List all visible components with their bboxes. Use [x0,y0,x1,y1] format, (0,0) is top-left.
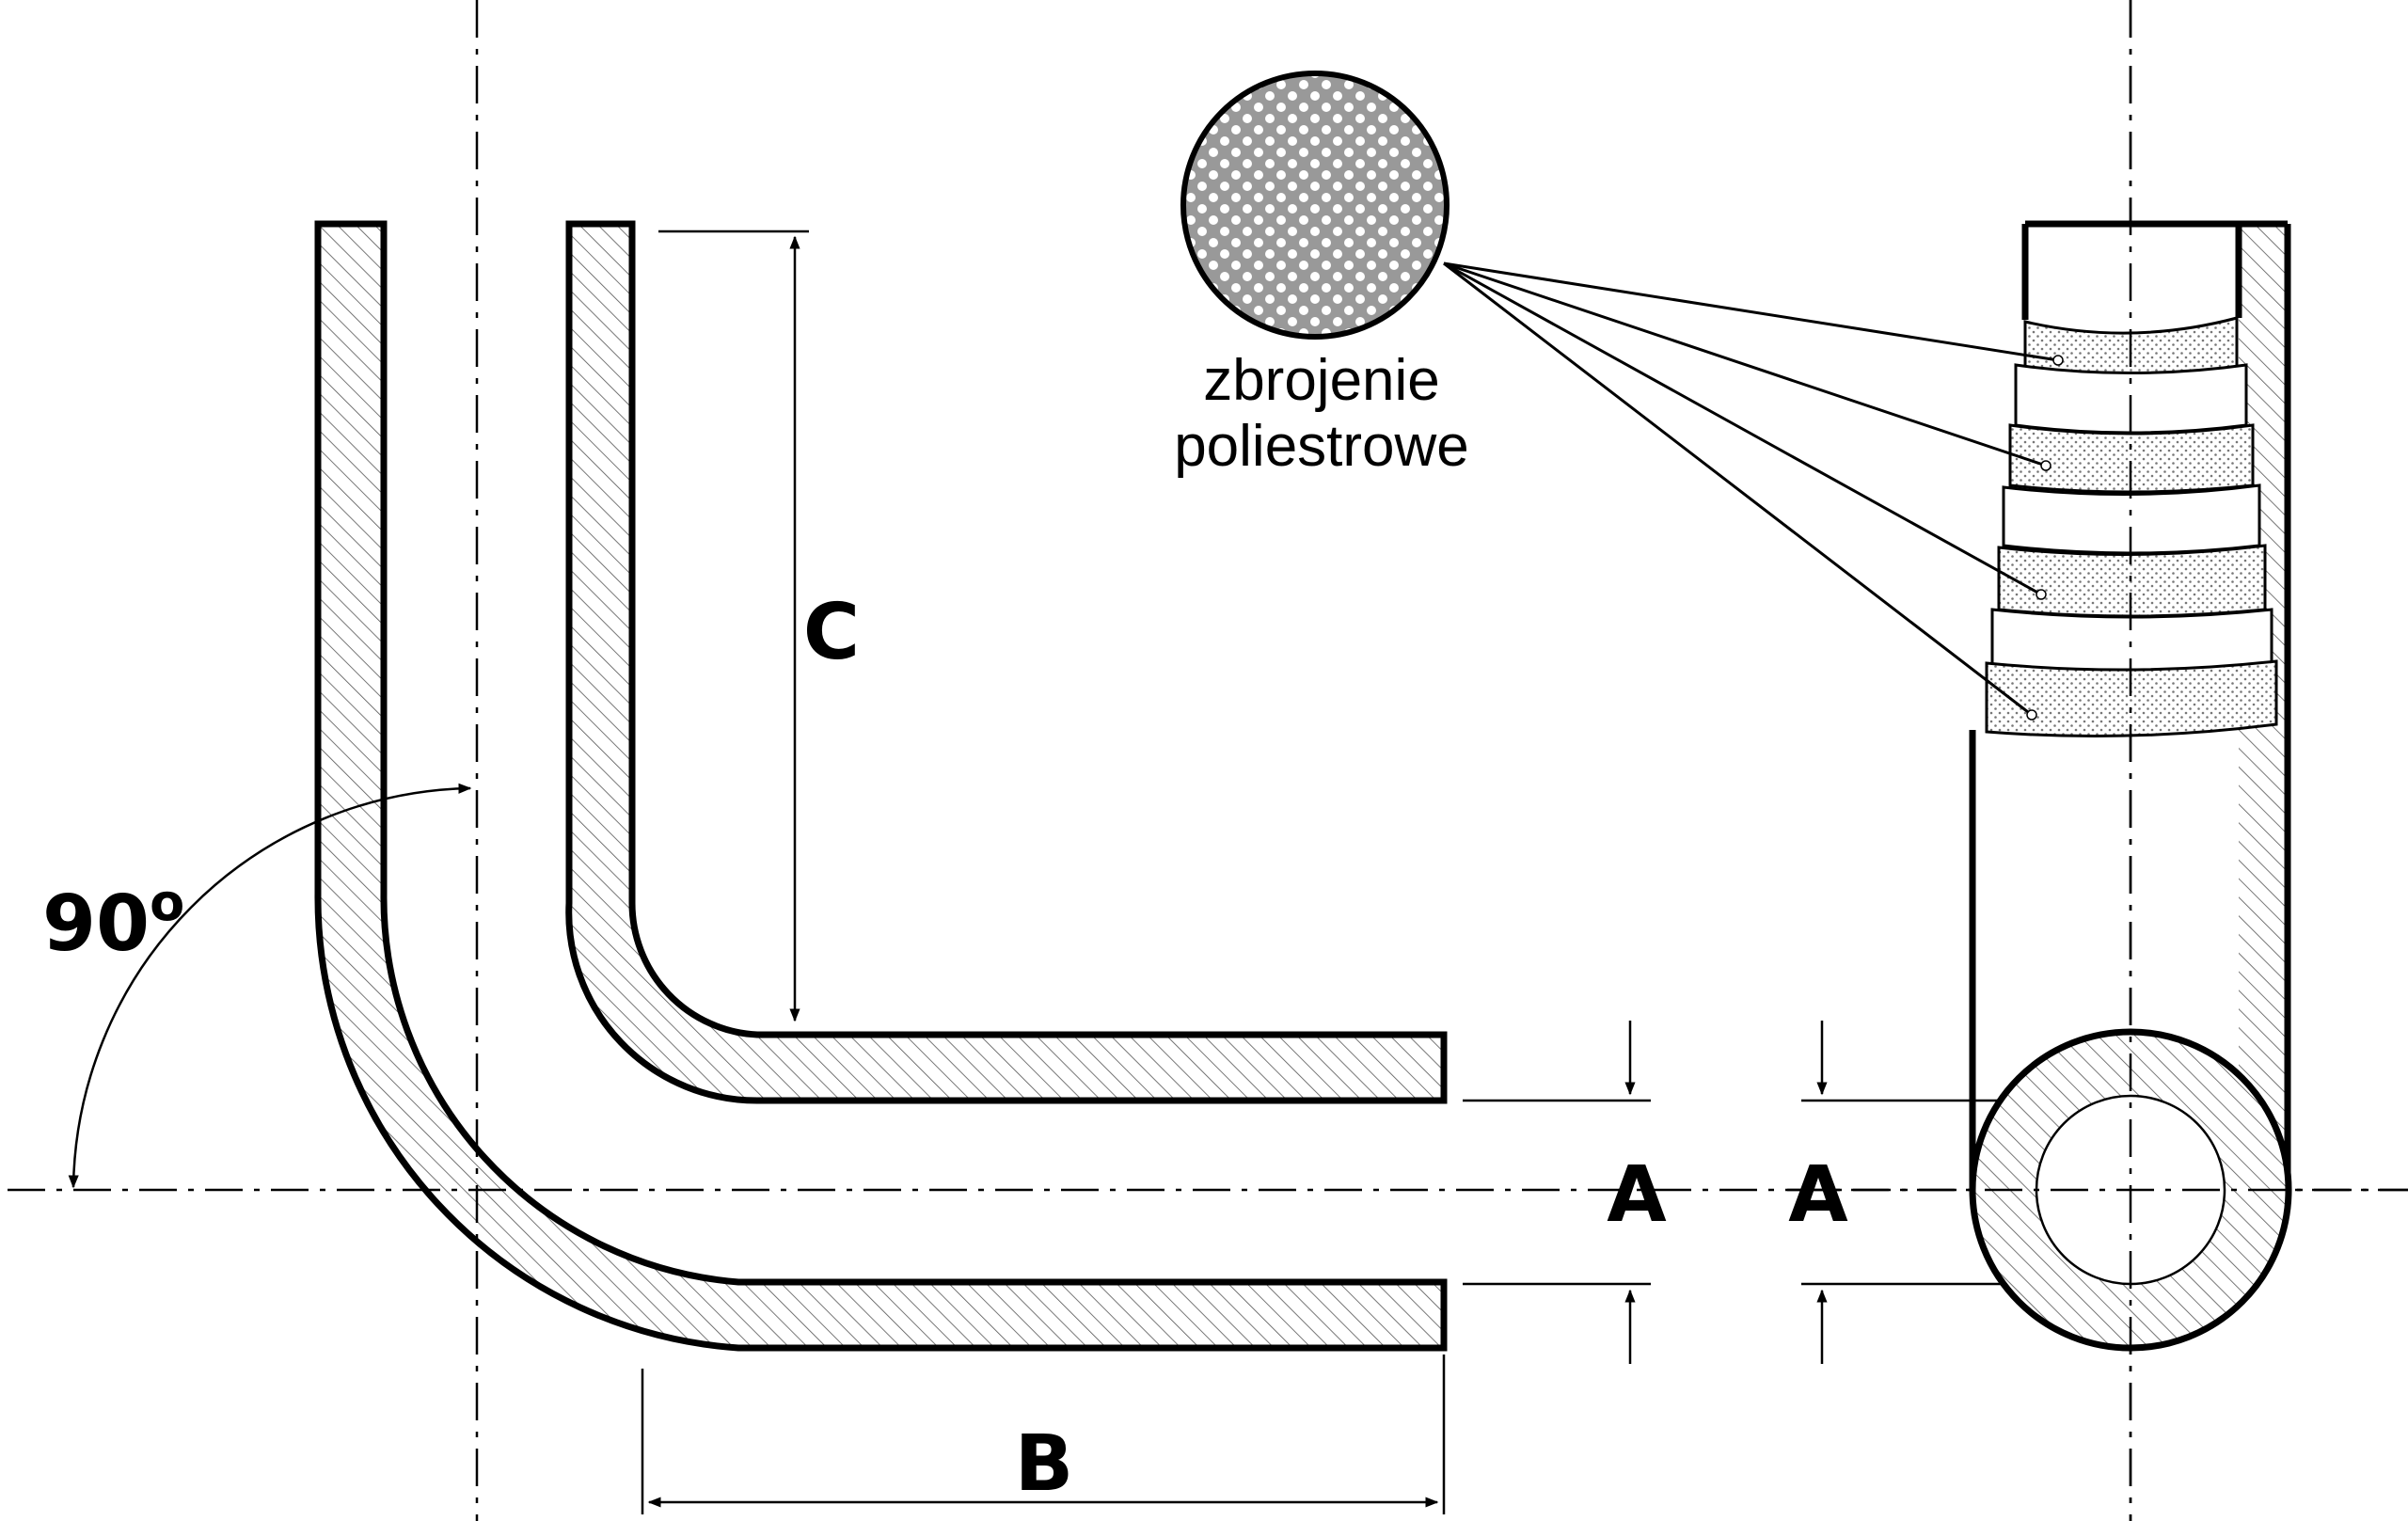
angle-dimension [68,783,472,1189]
angle-value: 90 [42,879,150,969]
dimension-c [658,230,809,1022]
layer-3 [1997,544,2267,618]
layer-4 [1985,659,2278,737]
section-view [1969,220,2292,1352]
dimension-a-left-label: A [1607,1150,1667,1240]
dimension-c-label: C [803,588,860,677]
elbow-inner-wall [565,220,1448,1104]
dimension-a-left [1463,1021,1651,1364]
note-line-1: zbrojenie [1203,348,1440,413]
angle-unit: o [150,873,184,932]
dimension-b [641,1355,1446,1514]
angle-label: 90o [42,873,184,969]
dimension-a-right-label: A [1788,1150,1848,1240]
mesh-detail-circle [1180,71,1450,340]
liner-3 [1990,608,2273,675]
reinforcement-detail [1180,71,2064,721]
leader-lines [1443,261,2059,717]
note-line-2: poliestrowe [1174,414,1469,479]
dimension-b-label: B [1015,1419,1074,1509]
